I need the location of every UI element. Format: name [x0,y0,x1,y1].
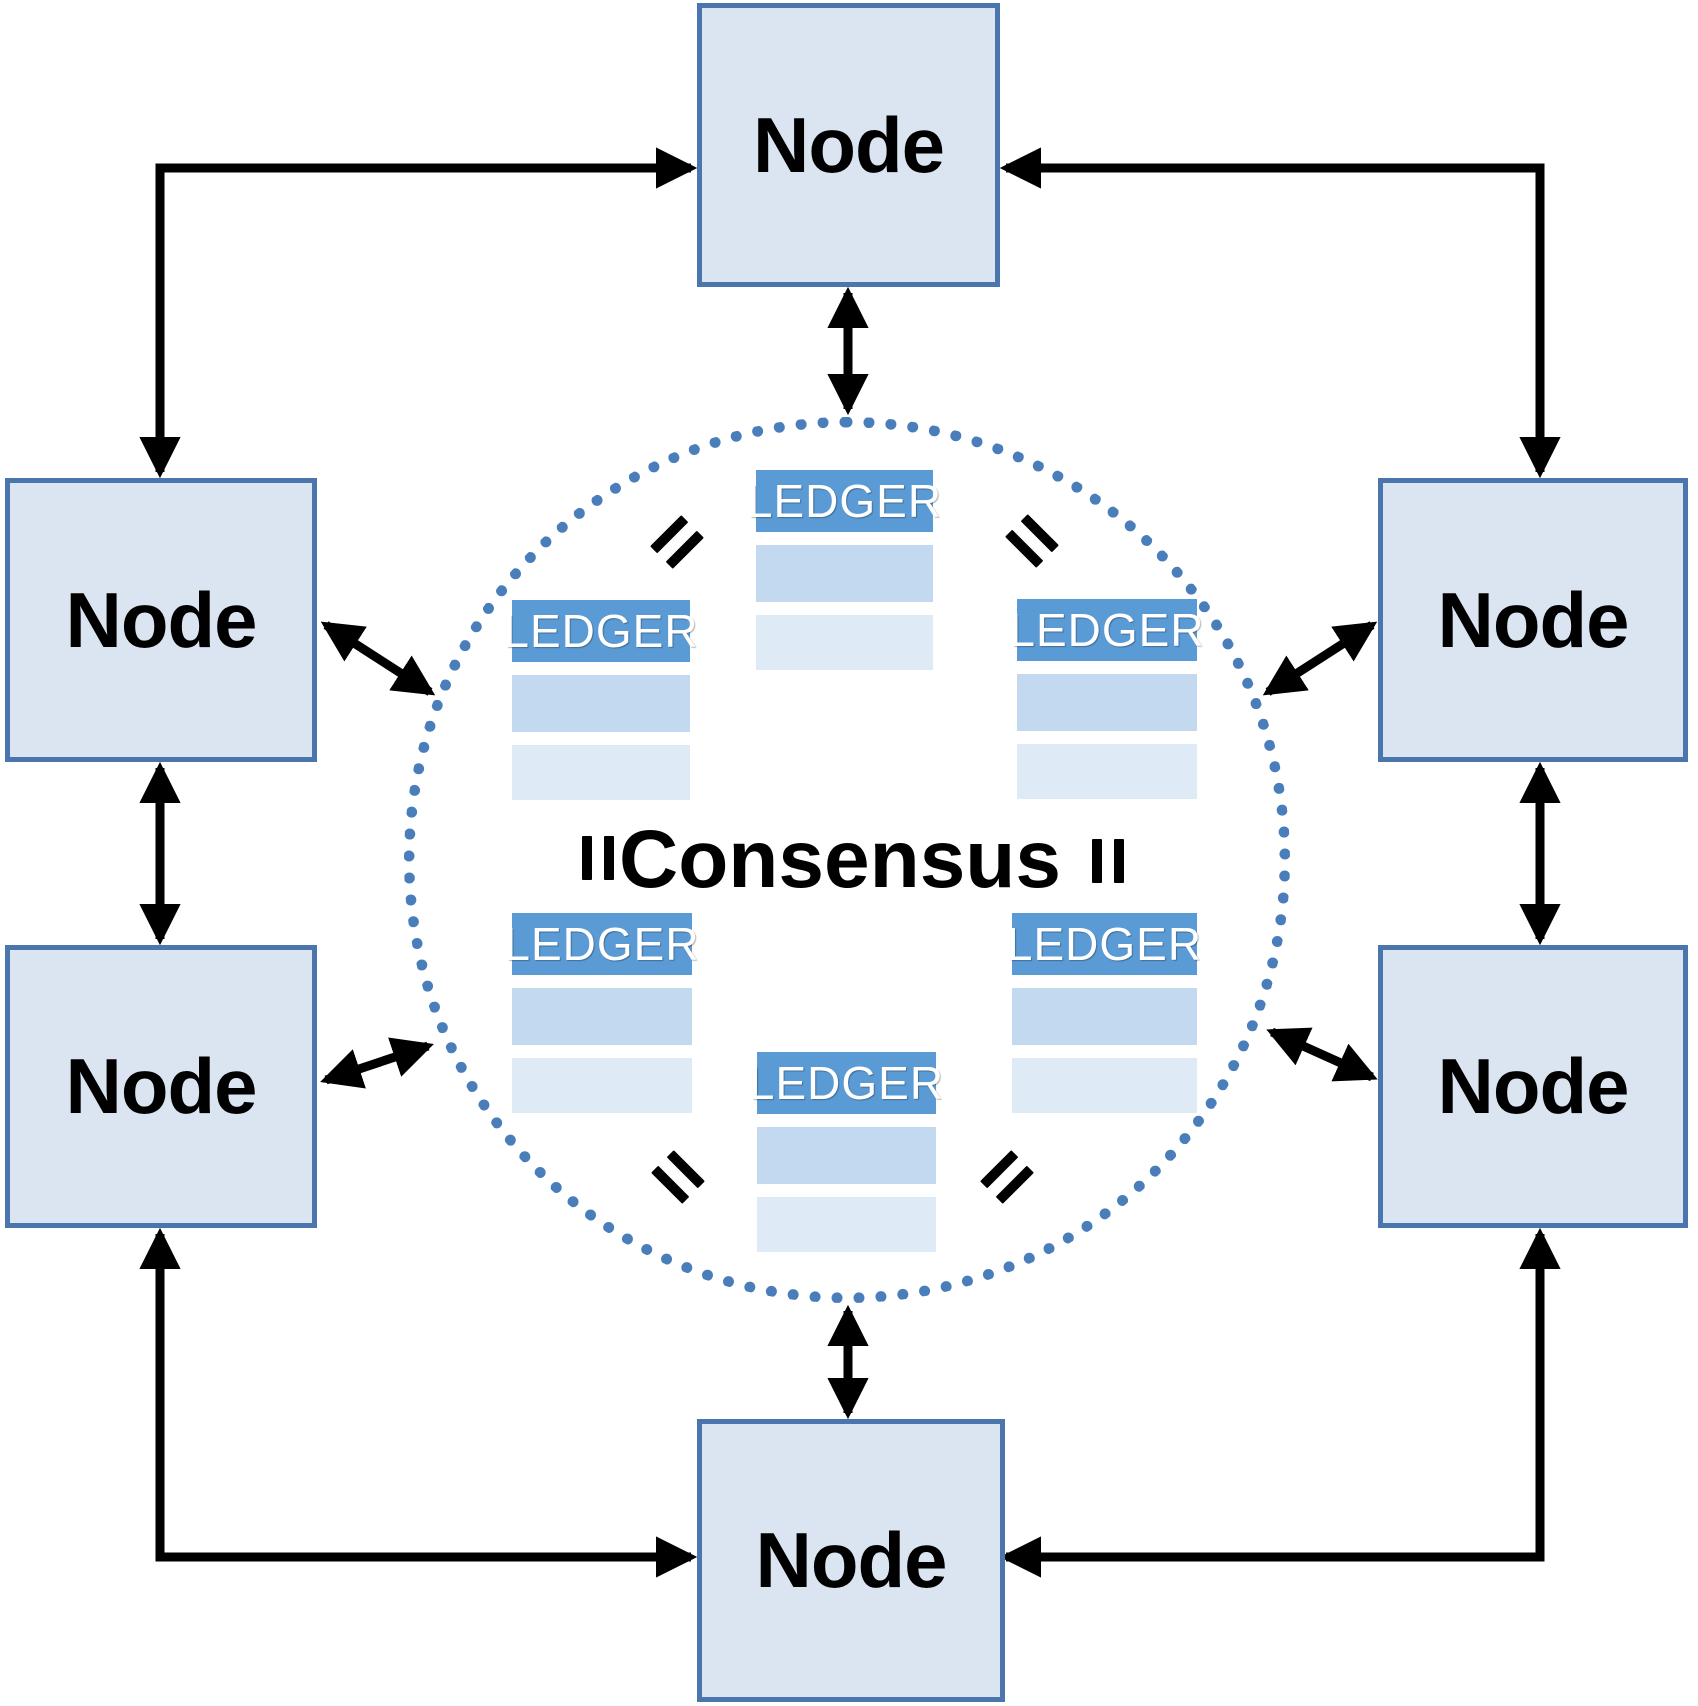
node-label: Node [65,1042,258,1130]
arrow-top-right-corner [999,147,1561,479]
ledger-row [757,1127,936,1184]
consensus-circle [404,417,1290,1303]
ledger-header: LEDGER [749,1052,943,1114]
ledger-row [512,1058,692,1113]
ledger-header: LEDGER [503,600,698,662]
arrow-right-upper-to-circle [1262,621,1378,696]
node-box-right-lower: Node [1378,945,1688,1228]
arrow-right-lower-to-circle [1266,1027,1378,1082]
consensus-title: Consensus [619,813,1061,905]
ledger-row [512,988,692,1045]
ledger-lower-left: LEDGER [504,913,699,1113]
arrow-bottom-right-corner [999,1227,1561,1578]
node-box-bottom: Node [697,1419,1005,1702]
node-label: Node [65,575,258,664]
arrow-left-lower-to-circle [320,1037,434,1089]
node-label: Node [1437,575,1630,664]
ledger-row [1012,1058,1197,1113]
ledger-header: LEDGER [747,470,941,532]
ledger-row [1017,674,1197,731]
node-label: Node [1437,1042,1630,1130]
ledger-header: LEDGER [1007,913,1201,975]
node-box-right-upper: Node [1378,478,1688,762]
ledger-bottom: LEDGER [749,1052,943,1252]
ledger-row [1017,744,1197,799]
arrow-left-upper-to-circle [320,621,436,696]
ledger-row [756,545,933,602]
node-box-top: Node [697,3,1000,287]
node-label: Node [753,100,945,189]
ledger-lower-right: LEDGER [1007,913,1201,1113]
ledger-row [756,615,933,670]
ledger-upper-right: LEDGER [1009,599,1204,799]
node-box-left-upper: Node [5,478,317,762]
arrow-bottom-left-corner [139,1227,698,1578]
ledger-top: LEDGER [747,470,941,670]
node-label: Node [755,1516,948,1604]
ledger-row [757,1197,936,1252]
ledger-header: LEDGER [504,913,699,975]
ledger-row [512,745,690,800]
ledger-row [512,675,690,732]
node-box-left-lower: Node [5,945,317,1228]
ledger-upper-left: LEDGER [503,600,698,800]
ledger-header: LEDGER [1009,599,1204,661]
arrow-top-left-corner [139,147,698,479]
ledger-row [1012,988,1197,1045]
